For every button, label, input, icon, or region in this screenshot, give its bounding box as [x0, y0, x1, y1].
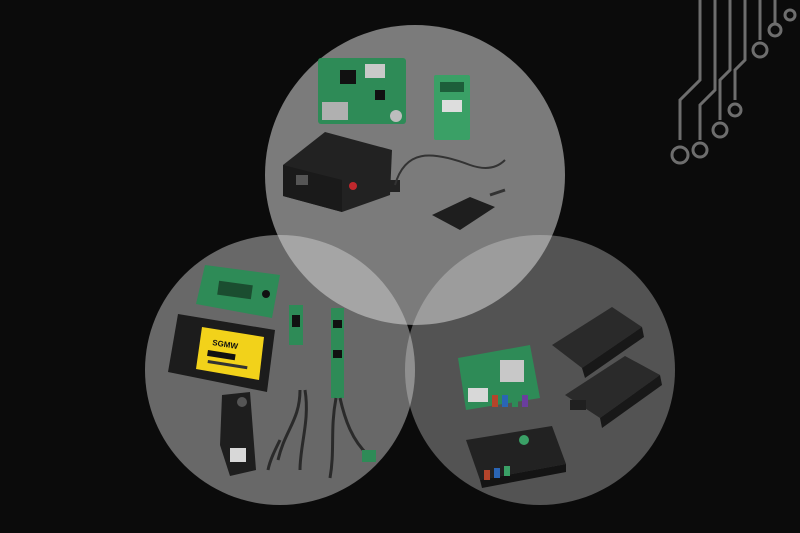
- circuit-decoration: [670, 0, 797, 165]
- pcb-strip-long: [331, 308, 344, 398]
- circle-right: [405, 235, 675, 505]
- pcb-board-with-display: [196, 265, 280, 318]
- sensor-connector-cable: [394, 154, 506, 230]
- top-group: [283, 58, 506, 230]
- yellow-label-control-box: SGMW: [168, 314, 275, 392]
- label-brand-text: SGMW: [212, 338, 239, 351]
- sensor-bracket: [220, 392, 256, 476]
- pcb-board-large: [318, 58, 406, 124]
- right-group: [458, 307, 662, 488]
- pcb-board-with-connectors: [458, 345, 540, 410]
- wire-harness-right: [328, 397, 376, 479]
- black-module-box: [283, 132, 400, 212]
- pcb-strip-small: [289, 305, 303, 345]
- black-housing-bottom: [565, 356, 662, 428]
- black-ecu-box: [466, 426, 566, 488]
- black-housing-top: [552, 307, 644, 378]
- left-group: SGMW: [168, 265, 376, 479]
- wire-harness-left: [266, 389, 308, 471]
- pcb-board-small: [434, 75, 470, 140]
